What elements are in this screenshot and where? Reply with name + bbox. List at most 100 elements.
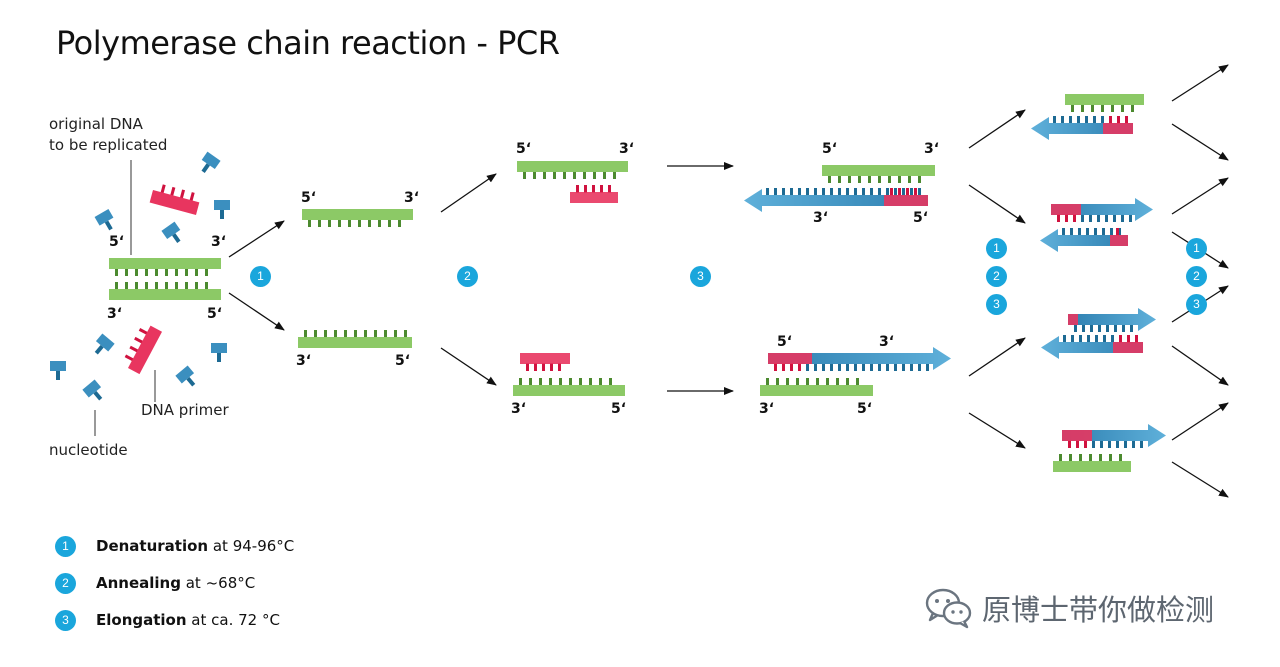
five-prime-label: 5‘: [822, 141, 838, 157]
watermark-text: 原博士带你做检测: [982, 593, 1215, 627]
new-strand-top: [744, 188, 928, 212]
legend-step-name: Denaturation: [96, 537, 209, 555]
free-nucleotides: [50, 151, 230, 401]
three-prime-label: 3‘: [211, 234, 227, 250]
cycle-badge-1: 1: [986, 238, 1007, 259]
label-dna-primer: DNA primer: [141, 401, 229, 419]
wechat-icon: [925, 588, 972, 629]
three-prime-label: 3‘: [404, 190, 420, 206]
watermark: 原博士带你做检测: [924, 586, 1214, 630]
step-badge-3: 3: [690, 266, 711, 287]
arrow-icon: [968, 337, 1026, 377]
three-prime-label: 3‘: [879, 334, 895, 350]
arrow-icon: [968, 109, 1026, 149]
legend-step-temp: at ~68°C: [180, 574, 256, 592]
elongation-template-top: [822, 165, 935, 183]
five-prime-label: 5‘: [913, 210, 929, 226]
arrow-icon: [440, 173, 497, 213]
step-badge-2: 2: [457, 266, 478, 287]
elongation-template-bottom: [760, 378, 873, 396]
cycle2-badge-3: 3: [1186, 294, 1207, 315]
arrow-icon: [1171, 123, 1229, 161]
nucleotide-icon: [214, 200, 230, 219]
dna-primer: [1068, 314, 1078, 325]
arrow-icon: [1171, 64, 1229, 102]
label-original-dna-line2: to be replicated: [49, 136, 168, 154]
five-prime-label: 5‘: [301, 190, 317, 206]
arrow-icon: [1171, 177, 1229, 215]
dna-primer: [1051, 204, 1081, 222]
three-prime-label: 3‘: [924, 141, 940, 157]
legend-step-name: Elongation: [96, 611, 187, 629]
nucleotide-icon: [201, 151, 221, 173]
arrow-icon: [968, 184, 1026, 224]
nucleotide-icon: [175, 365, 196, 387]
legend-step-temp: at ca. 72 °C: [186, 611, 280, 629]
dna-primer: [1103, 116, 1133, 134]
arrow-icon: [228, 292, 285, 331]
product-green-1: [1065, 94, 1144, 112]
five-prime-label: 5‘: [207, 306, 223, 322]
dna-primer: [884, 188, 928, 206]
denatured-bottom-strand: [298, 330, 412, 348]
product-blue-3: [1068, 308, 1156, 332]
arrow-icon: [440, 347, 497, 386]
page-title: Polymerase chain reaction - PCR: [56, 24, 560, 62]
five-prime-label: 5‘: [516, 141, 532, 157]
three-prime-label: 3‘: [813, 210, 829, 226]
step-badge-1: 1: [250, 266, 271, 287]
three-prime-label: 3‘: [296, 353, 312, 369]
dna-primer: [768, 353, 812, 371]
label-original-dna-line1: original DNA: [49, 115, 143, 133]
dna-primer: [570, 185, 618, 203]
nucleotide-icon: [211, 343, 227, 362]
denatured-top-strand: [302, 209, 413, 227]
three-prime-label: 3‘: [511, 401, 527, 417]
product-green-4: [1053, 454, 1131, 472]
nucleotide-icon: [50, 361, 66, 380]
three-prime-label: 3‘: [759, 401, 775, 417]
original-bottom-strand: [109, 282, 221, 300]
legend-step-temp: at 94-96°C: [208, 537, 295, 555]
five-prime-label: 5‘: [857, 401, 873, 417]
cycle2-badge-1: 1: [1186, 238, 1207, 259]
label-pointers: [94, 160, 156, 436]
dna-primer: [1062, 430, 1092, 448]
five-prime-label: 5‘: [611, 401, 627, 417]
five-prime-label: 5‘: [109, 234, 125, 250]
three-prime-label: 3‘: [107, 306, 123, 322]
annealed-template-bottom: [513, 378, 625, 396]
nucleotide-icon: [94, 333, 115, 355]
five-prime-label: 5‘: [395, 353, 411, 369]
dna-primer: [1110, 228, 1128, 246]
cycle-badge-2: 2: [986, 266, 1007, 287]
label-nucleotide: nucleotide: [49, 441, 128, 459]
legend-badge: 3: [55, 610, 76, 631]
cycle2-badge-2: 2: [1186, 266, 1207, 287]
five-prime-label: 5‘: [777, 334, 793, 350]
legend-badge: 1: [55, 536, 76, 557]
arrow-icon: [1171, 402, 1229, 441]
annealed-template-top: [517, 161, 628, 179]
dna-primer: [520, 353, 570, 371]
dna-primer: [1113, 335, 1143, 353]
three-prime-label: 3‘: [619, 141, 635, 157]
cycle-badge-3: 3: [986, 294, 1007, 315]
nucleotide-icon: [94, 208, 114, 231]
arrow-icon: [1171, 345, 1229, 386]
new-strand-bottom: [768, 347, 951, 371]
process-arrows: [228, 64, 1229, 498]
product-blue-2b: [1040, 228, 1128, 252]
original-top-strand: [109, 258, 221, 276]
dna-primer: [124, 325, 163, 375]
arrow-icon: [1171, 461, 1229, 498]
arrow-icon: [228, 220, 285, 258]
dna-strands: [109, 94, 1166, 472]
legend-badge: 2: [55, 573, 76, 594]
legend-step-name: Annealing: [96, 574, 181, 592]
nucleotide-icon: [82, 379, 103, 401]
arrow-icon: [968, 412, 1026, 449]
nucleotide-icon: [161, 221, 181, 243]
dna-primer: [149, 184, 200, 215]
